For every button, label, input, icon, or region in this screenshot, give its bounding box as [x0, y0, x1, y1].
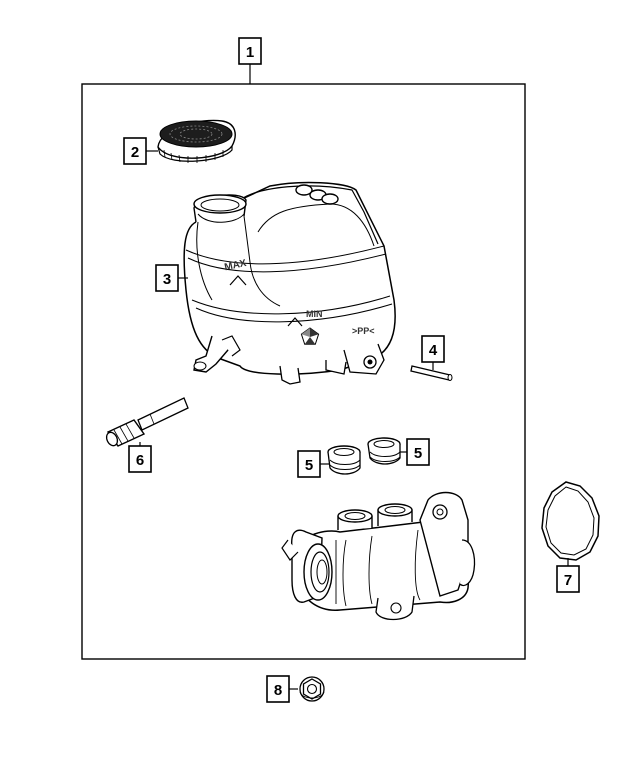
callout-4-label: 4	[429, 342, 438, 359]
fluid-reservoir: MAX MIN >PP<	[183, 181, 396, 385]
callout-3[interactable]: 3	[155, 264, 188, 292]
o-ring-seal	[541, 481, 600, 561]
callout-8[interactable]: 8	[266, 675, 298, 703]
material-mark: >PP<	[352, 326, 375, 336]
min-level-mark: MIN	[306, 309, 323, 319]
max-level-mark: MAX	[223, 258, 247, 273]
callout-7-label: 7	[564, 572, 572, 589]
callout-3-label: 3	[163, 271, 171, 288]
callout-1[interactable]: 1	[238, 37, 262, 84]
brand-logo-icon	[300, 327, 320, 345]
reservoir-grommet-left	[327, 445, 361, 475]
callout-7[interactable]: 7	[556, 558, 580, 593]
callout-5-right-label: 5	[414, 445, 422, 462]
reservoir-grommet-right	[367, 437, 401, 465]
flange-nut	[299, 676, 325, 702]
callout-4[interactable]: 4	[421, 335, 445, 370]
callout-2[interactable]: 2	[123, 137, 158, 165]
reservoir-cap	[157, 119, 236, 163]
callout-2-label: 2	[131, 144, 139, 161]
callout-5-left[interactable]: 5	[297, 450, 330, 478]
callout-5-right[interactable]: 5	[400, 438, 430, 466]
level-sensor	[105, 397, 189, 447]
callout-6[interactable]: 6	[128, 442, 152, 473]
master-cylinder-body	[281, 491, 476, 621]
callout-8-label: 8	[274, 682, 282, 699]
assembly-frame	[81, 83, 526, 660]
callout-1-label: 1	[246, 44, 254, 61]
callout-5-left-label: 5	[305, 457, 313, 474]
retaining-pin	[410, 365, 453, 381]
callout-6-label: 6	[136, 452, 144, 469]
